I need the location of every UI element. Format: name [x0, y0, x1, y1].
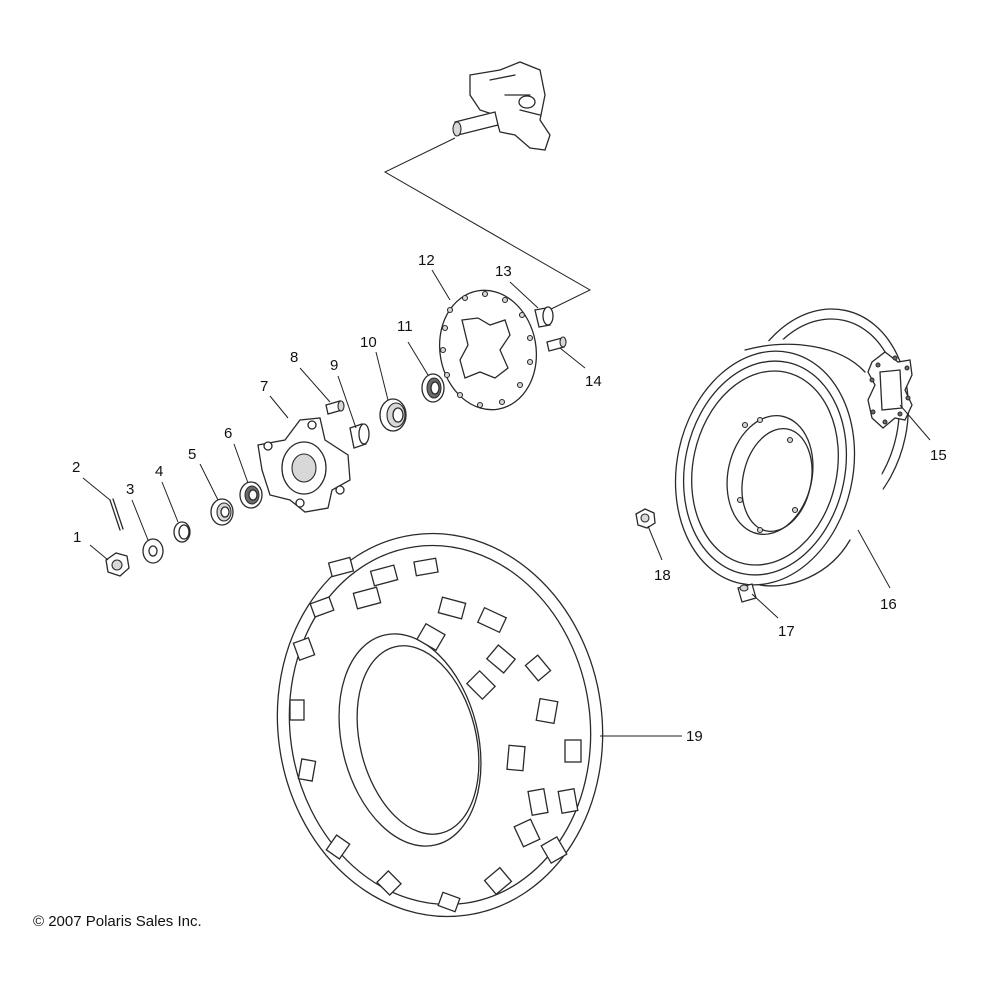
callout-4: 4	[155, 463, 163, 480]
callout-5: 5	[188, 446, 196, 463]
assembly-bracket-line	[383, 137, 592, 313]
part-10-bearing[interactable]	[379, 398, 407, 432]
part-12-brake-disc[interactable]	[430, 283, 545, 418]
part-15-plate[interactable]	[867, 351, 913, 429]
part-7-hub[interactable]	[257, 417, 351, 513]
part-16-wheel-rim[interactable]	[654, 293, 928, 602]
part-19-tire[interactable]	[253, 512, 627, 937]
part-5-bearing[interactable]	[210, 498, 234, 526]
part-17-valve-stem[interactable]	[737, 583, 757, 603]
part-3-washer[interactable]	[142, 538, 164, 564]
callout-9: 9	[330, 357, 338, 374]
callout-15: 15	[930, 447, 947, 464]
callout-18: 18	[654, 567, 671, 584]
callout-17: 17	[778, 623, 795, 640]
callout-7: 7	[260, 378, 268, 395]
part-14-stud[interactable]	[546, 336, 567, 352]
part-4-spacer[interactable]	[173, 521, 191, 543]
callout-19: 19	[686, 728, 703, 745]
part-13-bearing[interactable]	[534, 306, 554, 328]
callout-2: 2	[72, 459, 80, 476]
callout-10: 10	[360, 334, 377, 351]
part-2-cotter-pin[interactable]	[109, 498, 124, 531]
leader-lines	[82, 269, 931, 737]
callout-11: 11	[397, 318, 413, 335]
part-8-stud[interactable]	[325, 400, 345, 415]
callout-13: 13	[495, 263, 512, 280]
part-18-lug-nut[interactable]	[635, 508, 656, 529]
part-1-nut[interactable]	[105, 552, 130, 577]
part-6-seal[interactable]	[239, 481, 263, 509]
part-11-seal[interactable]	[421, 373, 445, 403]
part-9-spacer[interactable]	[349, 423, 370, 449]
callout-3: 3	[126, 481, 134, 498]
callout-1: 1	[73, 529, 81, 546]
callout-16: 16	[880, 596, 897, 613]
callout-14: 14	[585, 373, 602, 390]
copyright-notice: © 2007 Polaris Sales Inc.	[33, 913, 202, 930]
steering-knuckle[interactable]	[452, 61, 551, 151]
callout-12: 12	[418, 252, 435, 269]
callout-6: 6	[224, 425, 232, 442]
callout-8: 8	[290, 349, 298, 366]
